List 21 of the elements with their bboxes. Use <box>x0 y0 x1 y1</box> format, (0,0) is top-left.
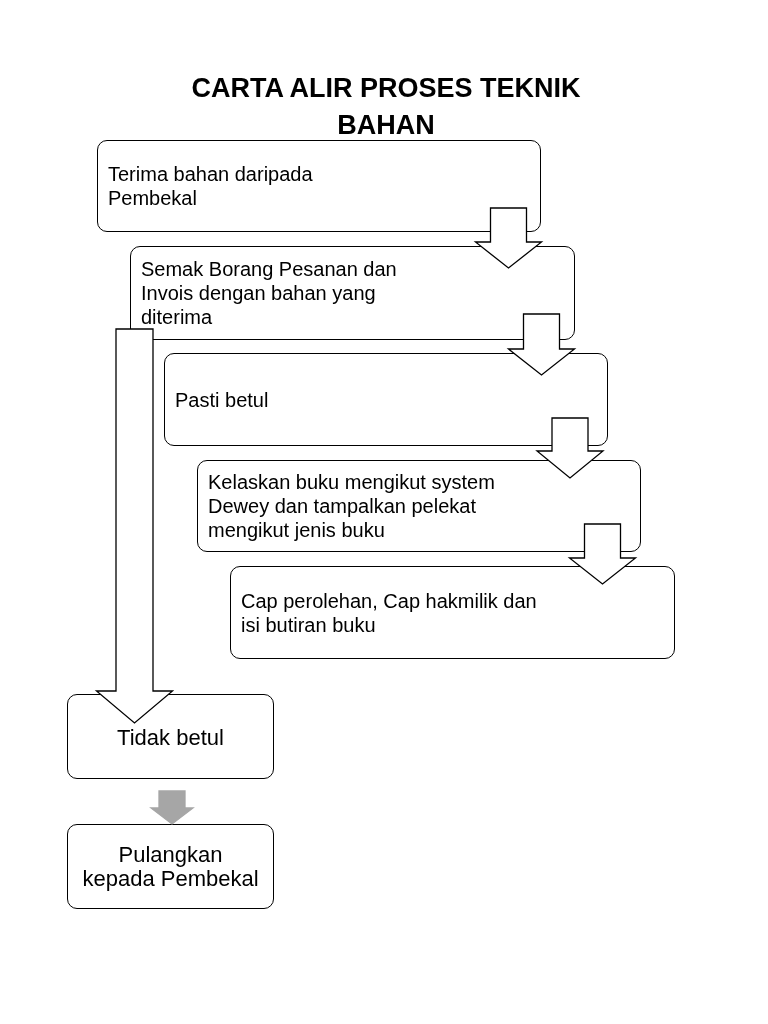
process-box <box>97 140 541 232</box>
block-arrow <box>473 207 544 269</box>
block-arrow <box>149 790 195 825</box>
process-box <box>230 566 675 659</box>
step-label: Terima bahan daripada Pembekal <box>108 162 314 210</box>
block-arrow <box>567 523 638 585</box>
step-label: Tidak betul <box>117 726 224 750</box>
step-label: Semak Borang Pesanan dan Invois dengan bahan yang diterima <box>141 257 398 329</box>
block-arrow <box>94 328 175 724</box>
step-label: Cap perolehan, Cap hakmilik dan isi butiran buku <box>241 588 538 637</box>
process-box <box>130 246 575 340</box>
process-box <box>67 824 274 909</box>
step-label: Pulangkan kepada Pembekal <box>81 842 260 891</box>
step-label: Pasti betul <box>175 387 269 412</box>
block-arrow <box>535 417 605 479</box>
process-box <box>197 460 641 552</box>
process-box <box>164 353 608 446</box>
block-arrow <box>506 313 577 376</box>
step-label: Kelaskan buku mengikut system Dewey dan tampalkan pelekat mengikut jenis buku <box>208 470 496 542</box>
diagram-title: CARTA ALIR PROSES TEKNIK BAHAN <box>190 72 582 142</box>
process-box <box>67 694 274 779</box>
